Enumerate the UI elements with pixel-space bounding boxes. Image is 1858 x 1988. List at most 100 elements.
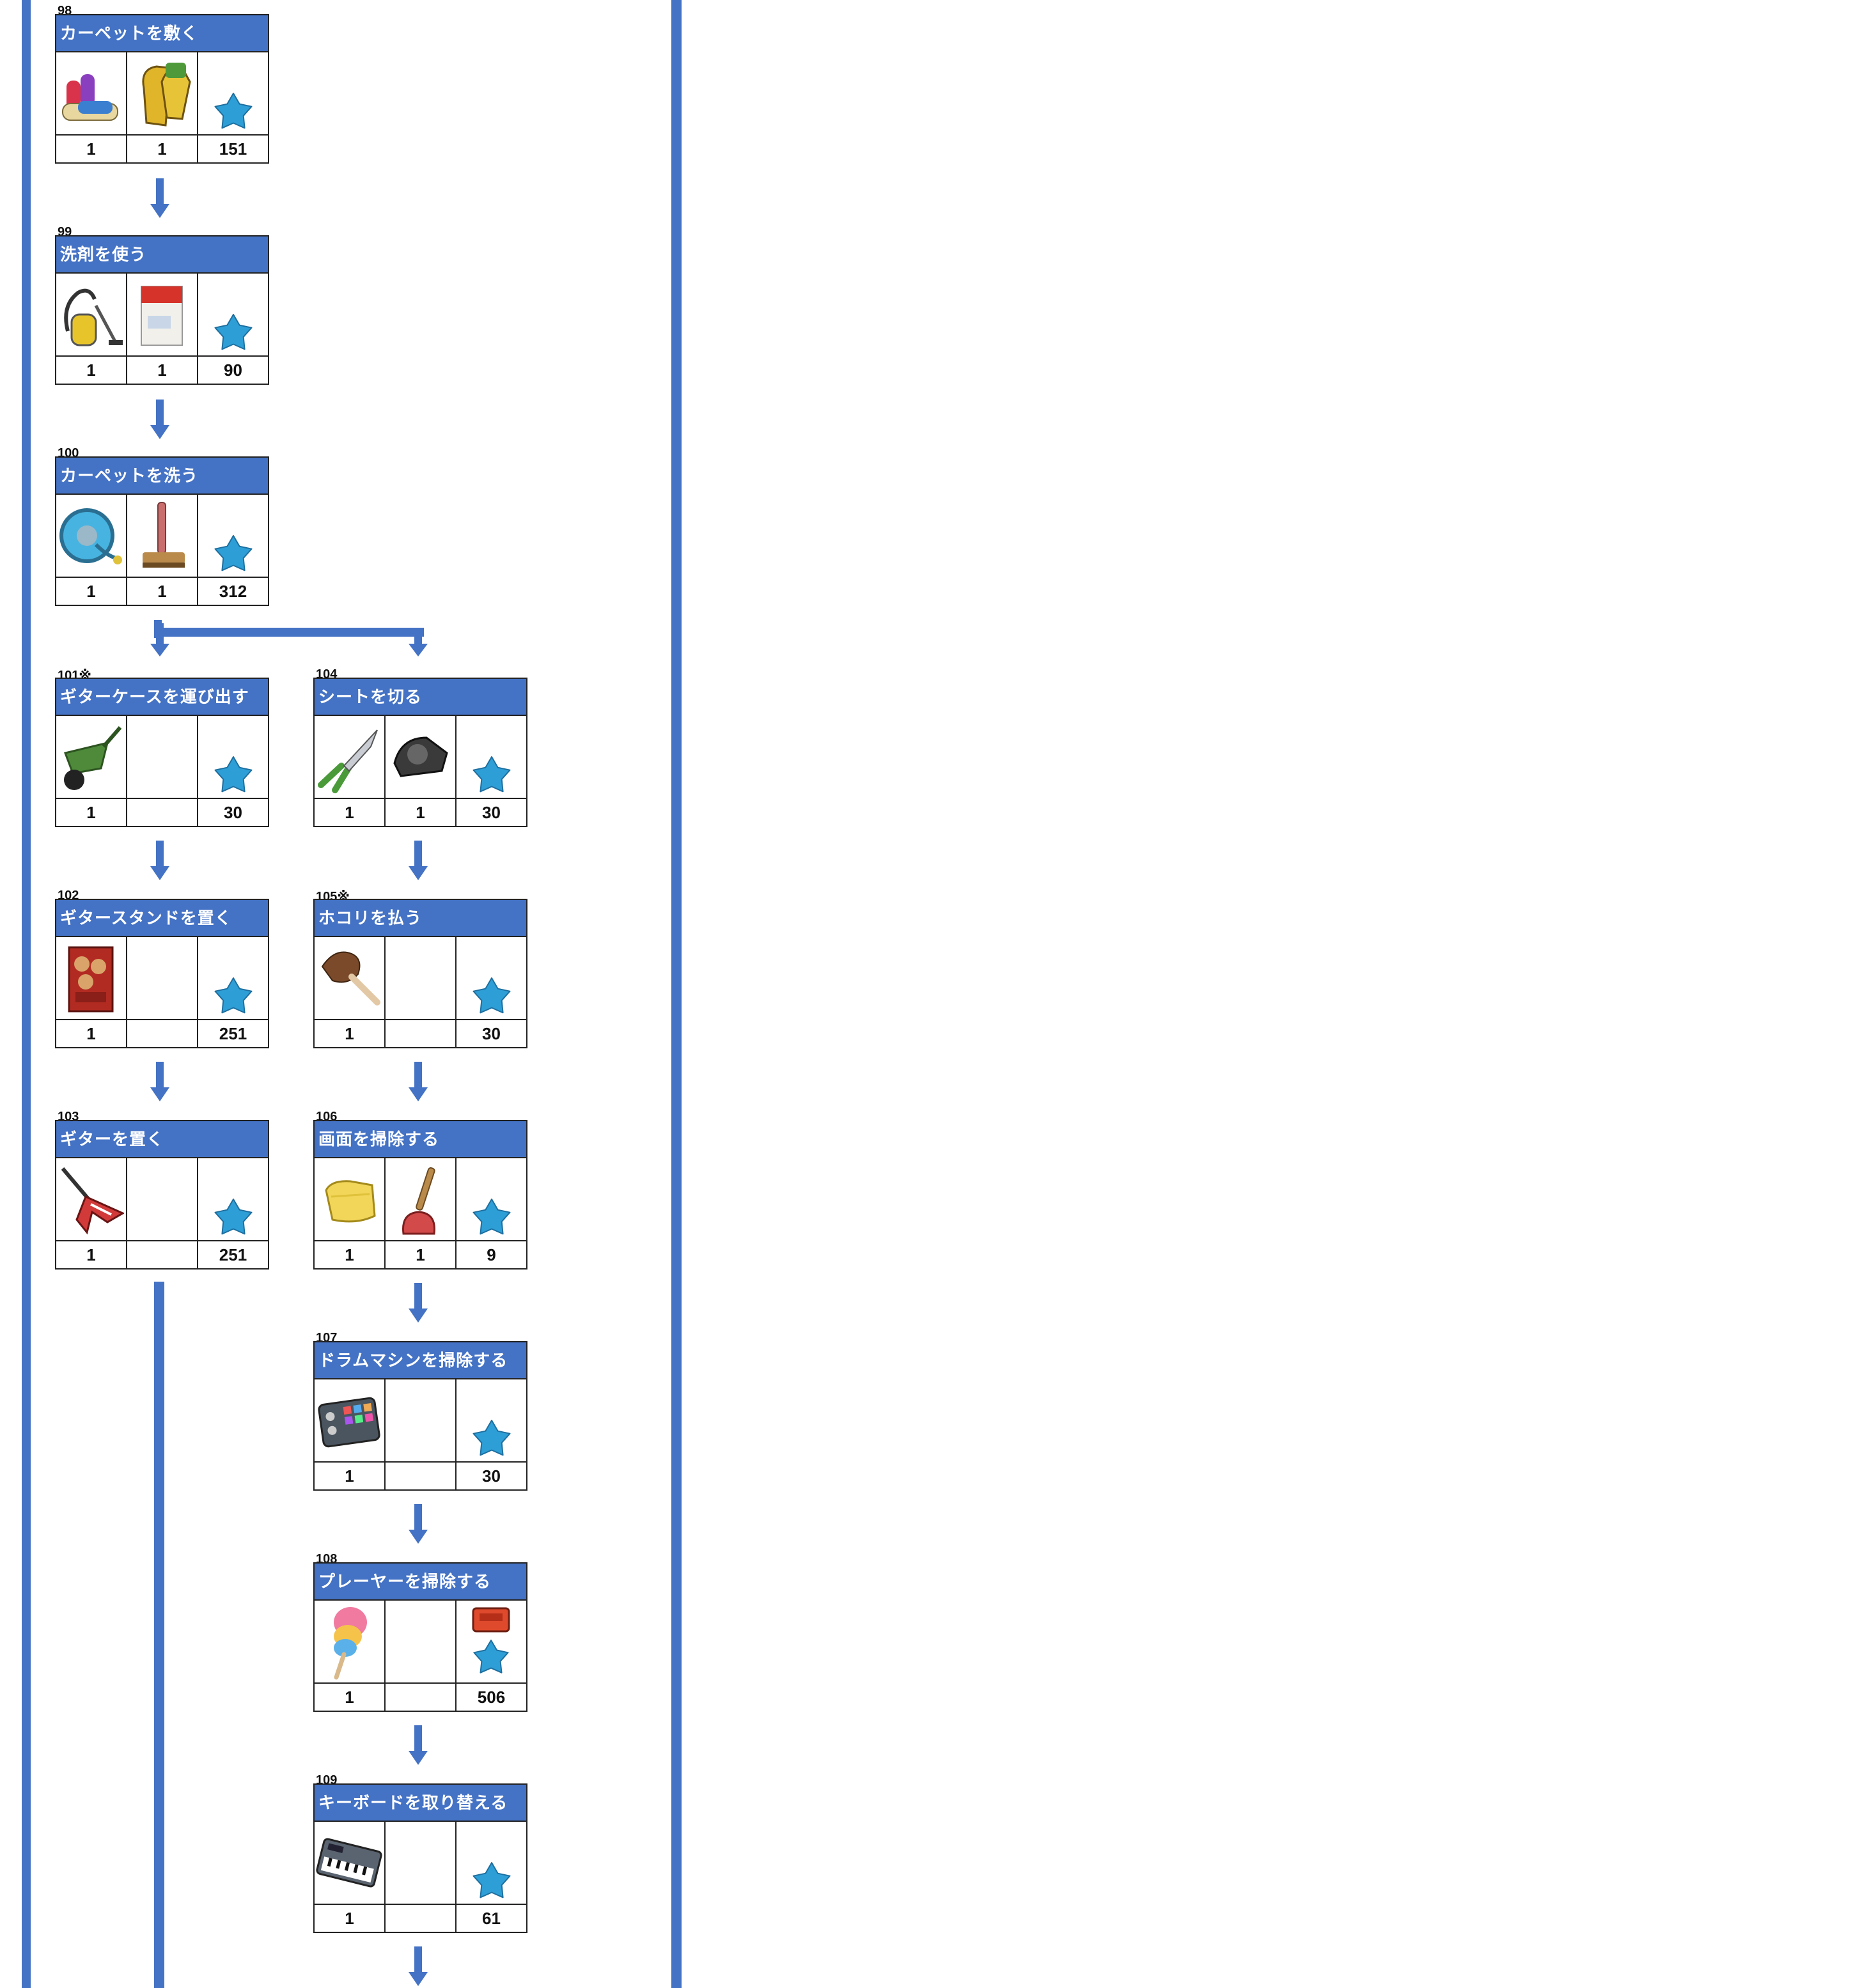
star-icon <box>469 975 514 1016</box>
task-title: ホコリを払う <box>315 900 526 937</box>
item-count: 1 <box>86 1245 96 1264</box>
item-count: 1 <box>345 1024 354 1043</box>
item-count: 1 <box>384 799 455 826</box>
log-rack-icon <box>60 941 121 1016</box>
flow-arrow <box>409 1062 428 1101</box>
flow-arrow <box>150 178 169 218</box>
item-cell <box>56 52 126 134</box>
keyboard-synth-icon <box>316 1828 382 1897</box>
flow-arrow <box>150 623 169 656</box>
item-count <box>126 799 197 826</box>
reward-cell <box>197 716 268 798</box>
item-count <box>384 1684 455 1711</box>
reward-cell <box>455 1158 526 1240</box>
item-cell <box>384 1158 455 1240</box>
task-title: ギターを置く <box>56 1121 268 1158</box>
item-count: 1 <box>126 357 197 384</box>
task-title: キーボードを取り替える <box>315 1785 526 1822</box>
star-count: 90 <box>197 357 268 384</box>
item-count: 1 <box>126 578 197 605</box>
task-title: カーペットを敷く <box>56 15 268 52</box>
reward-cell <box>197 937 268 1019</box>
empty-cell <box>126 716 197 798</box>
star-icon <box>211 91 256 132</box>
empty-cell <box>126 937 197 1019</box>
star-count: 30 <box>455 799 526 826</box>
item-cell <box>56 1158 126 1240</box>
item-count: 1 <box>86 803 96 822</box>
empty-cell <box>384 1822 455 1904</box>
item-count: 1 <box>345 1245 354 1264</box>
star-icon <box>469 754 514 795</box>
scrub-brush-icon <box>134 499 191 574</box>
item-count: 1 <box>345 803 354 822</box>
toolbox-and-star-icon <box>467 1603 515 1680</box>
reward-cell <box>455 1601 526 1682</box>
branch-bar <box>154 628 424 637</box>
plunger-icon <box>391 1162 451 1238</box>
drum-machine-icon <box>317 1388 381 1452</box>
item-count <box>384 1463 455 1489</box>
task-title: ギターケースを運び出す <box>56 679 268 716</box>
item-count <box>126 1020 197 1047</box>
star-count: 251 <box>197 1241 268 1268</box>
wheelbarrow-icon <box>59 721 123 795</box>
star-icon <box>211 1197 256 1238</box>
item-count: 1 <box>384 1241 455 1268</box>
flow-arrow <box>409 1504 428 1544</box>
work-gloves-icon <box>131 56 192 130</box>
feather-duster-icon <box>316 941 382 1016</box>
item-count: 1 <box>86 1024 96 1043</box>
item-count: 1 <box>126 136 197 162</box>
empty-cell <box>384 937 455 1019</box>
reward-cell <box>455 716 526 798</box>
star-count: 30 <box>197 799 268 826</box>
item-cell <box>315 937 384 1019</box>
flow-arrow <box>150 1062 169 1101</box>
task-title: ドラムマシンを掃除する <box>315 1342 526 1379</box>
flow-arrow <box>409 1725 428 1765</box>
item-cell <box>315 1158 384 1240</box>
star-icon <box>469 1860 514 1901</box>
star-icon <box>211 975 256 1016</box>
star-count: 151 <box>197 136 268 162</box>
star-count: 506 <box>455 1684 526 1711</box>
item-cell <box>126 52 197 134</box>
star-icon <box>469 1418 514 1459</box>
reward-cell <box>197 52 268 134</box>
rainbow-duster-icon <box>321 1603 379 1680</box>
reward-cell <box>197 274 268 355</box>
item-count: 1 <box>86 582 96 601</box>
pruning-shears-icon <box>316 721 382 795</box>
item-cell <box>126 274 197 355</box>
star-count: 312 <box>197 578 268 605</box>
item-cell <box>315 1822 384 1904</box>
item-count: 1 <box>345 1688 354 1707</box>
star-count: 61 <box>455 1905 526 1932</box>
item-count: 1 <box>86 361 96 380</box>
item-cell <box>384 716 455 798</box>
reward-cell <box>455 1379 526 1461</box>
item-cell <box>126 495 197 577</box>
tape-dispenser-icon <box>388 725 452 789</box>
item-cell <box>315 1379 384 1461</box>
hose-reel-icon <box>58 500 124 574</box>
reward-cell <box>197 495 268 577</box>
star-count: 251 <box>197 1020 268 1047</box>
flying-v-guitar-icon <box>58 1162 124 1238</box>
frame-right-line <box>671 0 682 1988</box>
item-count <box>384 1020 455 1047</box>
item-cell <box>56 274 126 355</box>
star-icon <box>469 1197 514 1238</box>
continuation-line <box>154 1282 164 1988</box>
flow-arrow <box>409 630 428 656</box>
star-count: 9 <box>455 1241 526 1268</box>
reward-cell <box>455 937 526 1019</box>
task-title: 画面を掃除する <box>315 1121 526 1158</box>
star-icon <box>211 533 256 574</box>
task-title: カーペットを洗う <box>56 458 268 495</box>
item-cell <box>56 716 126 798</box>
star-icon <box>211 312 256 353</box>
item-count <box>384 1905 455 1932</box>
item-count: 1 <box>86 139 96 159</box>
